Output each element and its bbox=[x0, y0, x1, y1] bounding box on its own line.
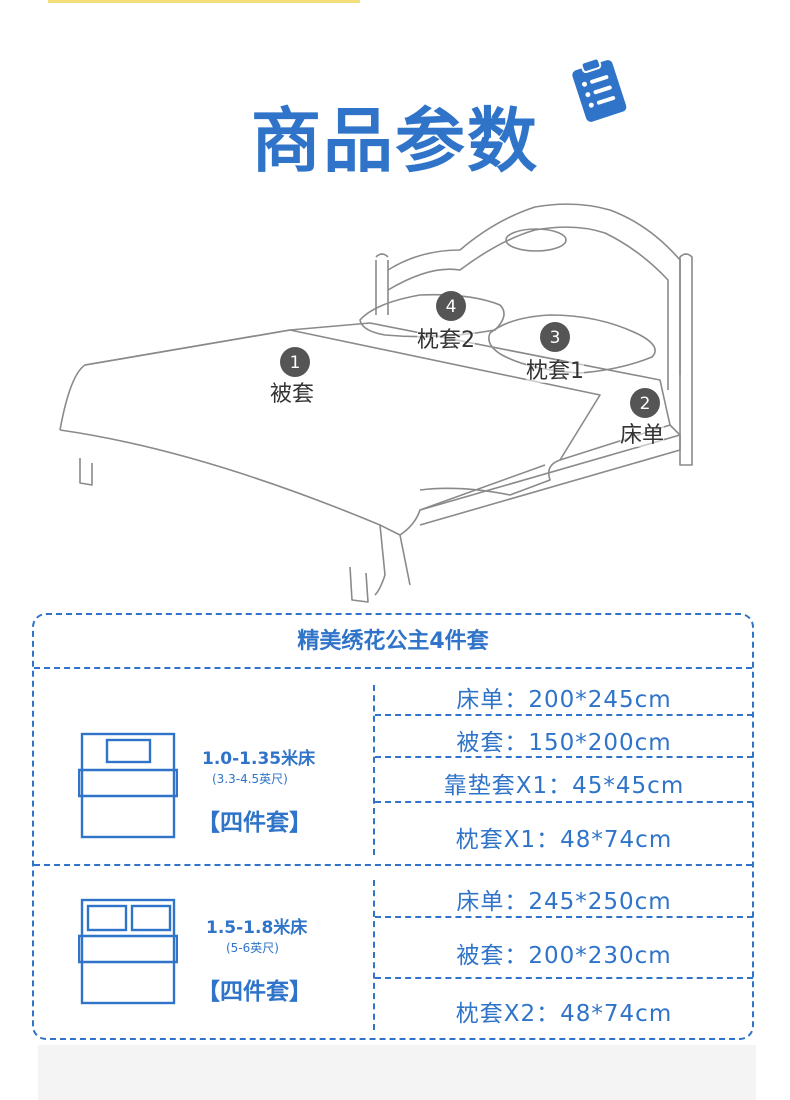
svg-text:3: 3 bbox=[550, 328, 561, 348]
callout-label-pillowcase-2: 枕套2 bbox=[417, 328, 475, 353]
spec-divider bbox=[34, 864, 752, 866]
spec-table-title: 精美绣花公主4件套 bbox=[297, 629, 489, 654]
row-divider bbox=[375, 916, 753, 918]
spec-row-duvet: 被套：200*230cm bbox=[456, 943, 672, 969]
set-label: 【四件套】 bbox=[197, 810, 312, 836]
svg-text:4: 4 bbox=[446, 297, 457, 317]
size-sub-label: (5-6英尺) bbox=[226, 941, 279, 955]
callout-label-sheet: 床单 bbox=[620, 423, 665, 448]
size-sub-label: (3.3-4.5英尺) bbox=[212, 772, 288, 786]
spec-row-pillowcase: 枕套X2：48*74cm bbox=[455, 1001, 673, 1027]
callout-marker-3: 3 bbox=[540, 322, 570, 352]
single-bed-icon bbox=[78, 732, 178, 839]
row-divider bbox=[375, 714, 753, 716]
row-divider bbox=[375, 977, 753, 979]
callout-marker-4: 4 bbox=[436, 291, 466, 321]
bed-illustration: 1 2 3 4 bbox=[59, 203, 693, 603]
spec-column-divider bbox=[373, 880, 375, 1030]
callout-marker-1: 1 bbox=[280, 347, 310, 377]
top-accent-line bbox=[48, 0, 360, 3]
spec-row-sheet: 床单：245*250cm bbox=[456, 889, 672, 915]
row-divider bbox=[375, 756, 753, 758]
spec-row-pillowcase: 枕套X1：48*74cm bbox=[455, 827, 673, 853]
spec-column-divider bbox=[373, 685, 375, 855]
spec-row-sheet: 床单：200*245cm bbox=[456, 687, 672, 713]
row-divider bbox=[375, 801, 753, 803]
bottom-band bbox=[38, 1045, 756, 1100]
page-title: 商品参数 bbox=[251, 100, 539, 182]
svg-text:2: 2 bbox=[640, 394, 651, 414]
size-label: 1.5-1.8米床 bbox=[206, 918, 308, 938]
double-bed-icon bbox=[78, 898, 178, 1005]
clipboard-list-icon bbox=[572, 57, 627, 122]
svg-text:1: 1 bbox=[290, 353, 301, 373]
spec-row-duvet: 被套：150*200cm bbox=[456, 730, 672, 756]
spec-row-cushion: 靠垫套X1：45*45cm bbox=[443, 773, 685, 799]
spec-table-frame bbox=[32, 613, 754, 1040]
set-label: 【四件套】 bbox=[197, 979, 312, 1005]
callout-label-duvet: 被套 bbox=[270, 382, 315, 407]
callout-label-pillowcase-1: 枕套1 bbox=[526, 359, 584, 384]
size-label: 1.0-1.35米床 bbox=[202, 749, 316, 769]
spec-divider bbox=[34, 667, 752, 669]
callout-marker-2: 2 bbox=[630, 388, 660, 418]
